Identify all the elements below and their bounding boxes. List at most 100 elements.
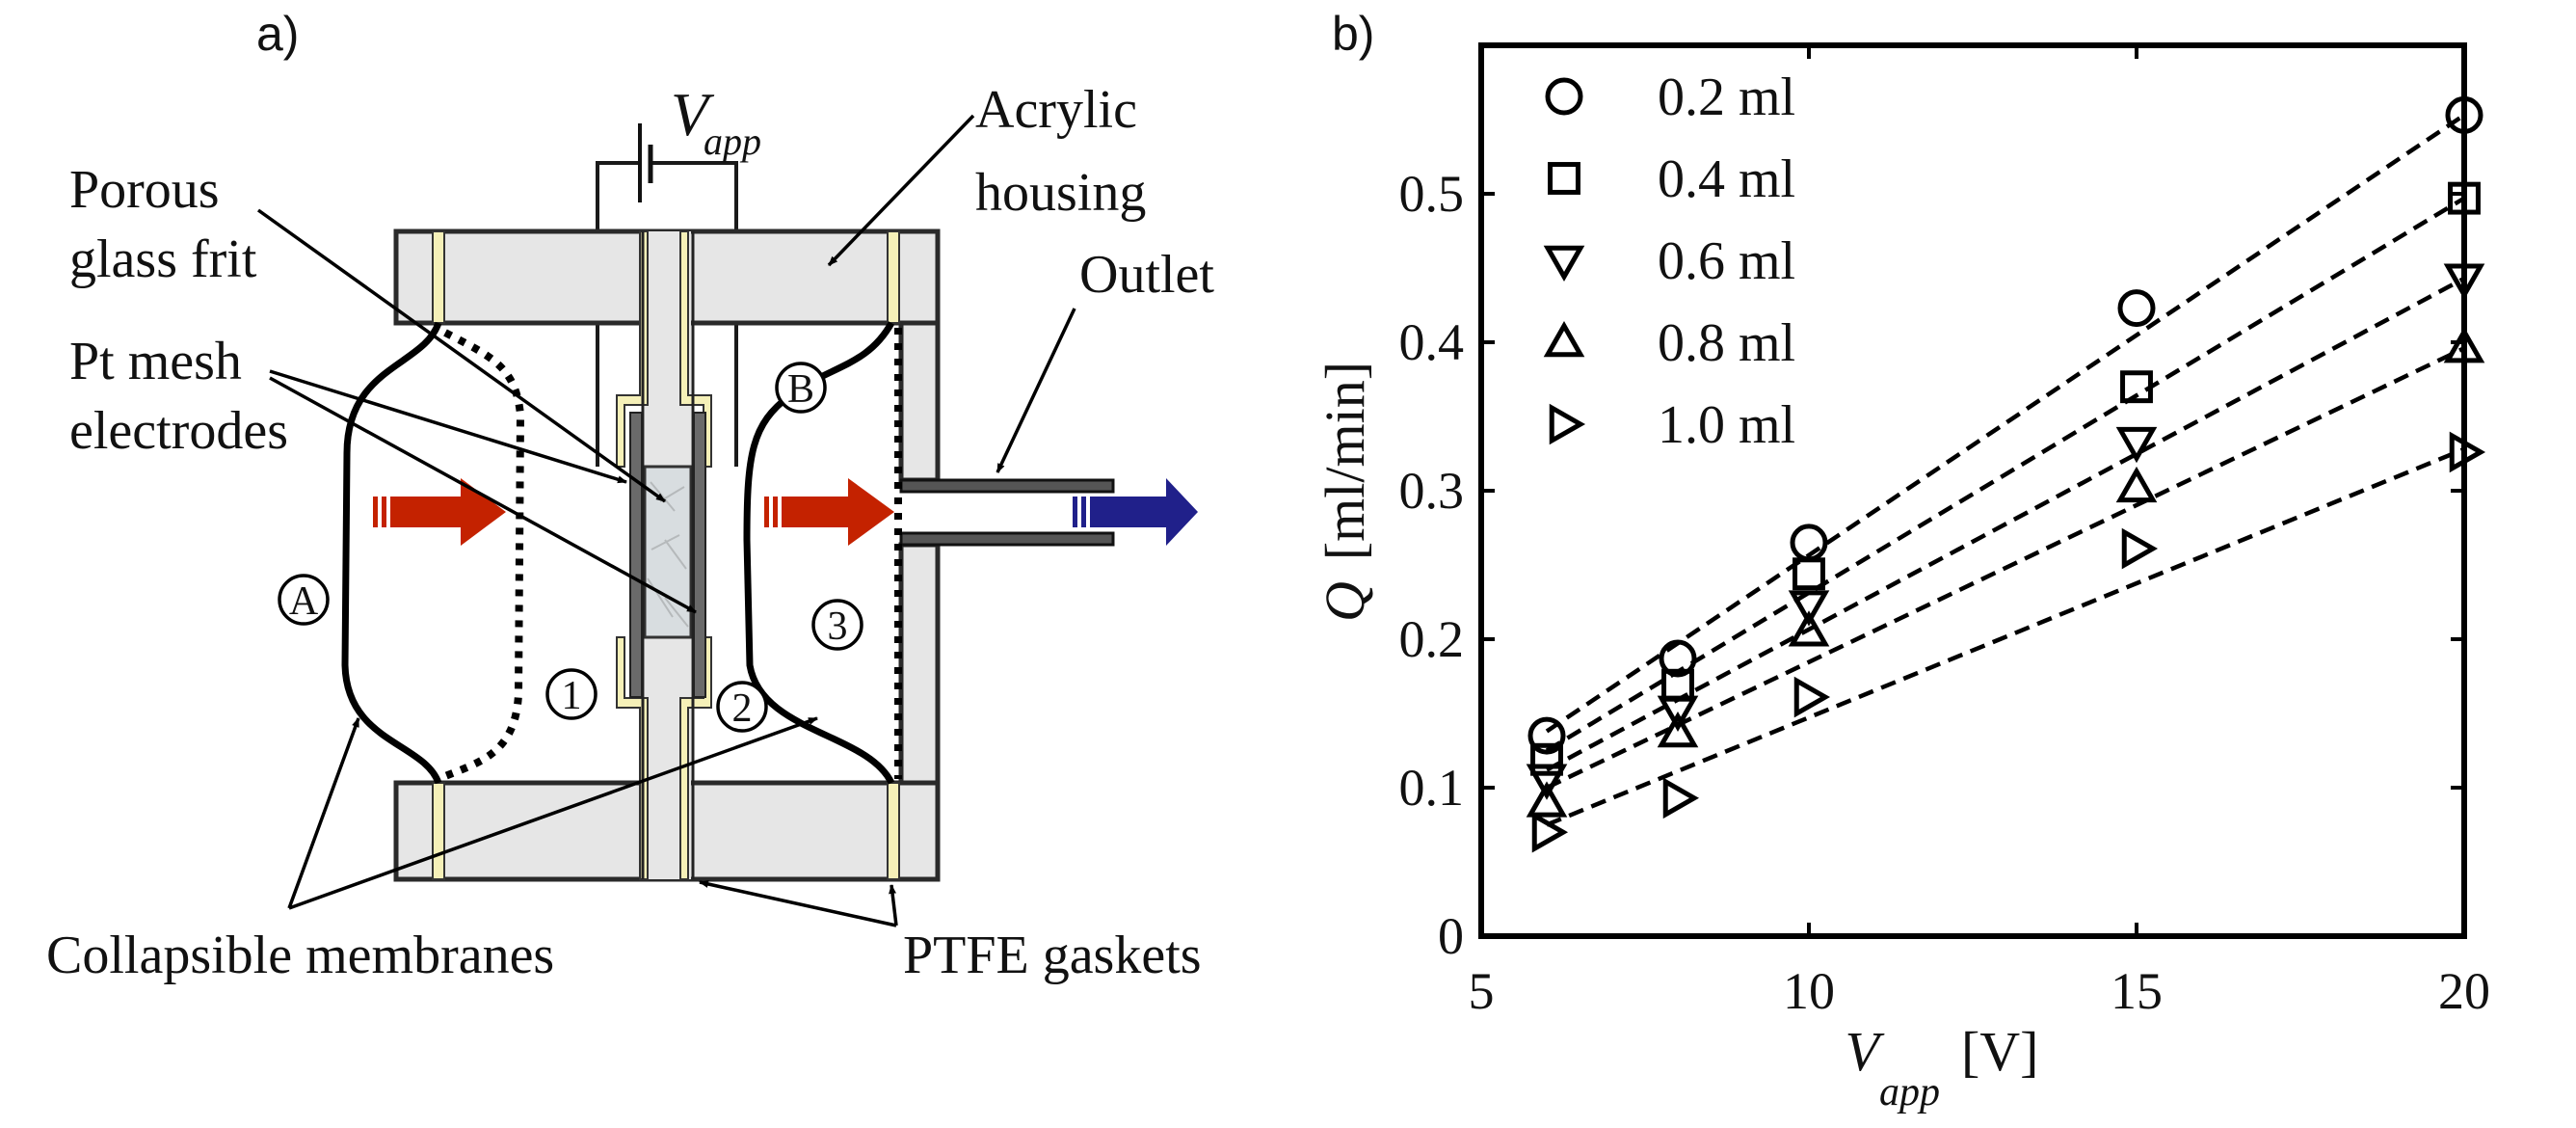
leader-gasket-right <box>889 884 898 927</box>
x-tick-label: 10 <box>1783 962 1835 1020</box>
outflow-arrow-icon <box>1073 478 1198 546</box>
svg-text:B: B <box>787 367 814 412</box>
y-tick-label: 0.5 <box>1399 165 1465 223</box>
legend-marker-triangle-right <box>1549 403 1586 445</box>
leader-lines <box>256 114 1076 927</box>
membrane-a-collapsed <box>443 329 525 780</box>
right-wall-lower <box>898 542 941 786</box>
y-tick-label: 0.4 <box>1399 313 1465 371</box>
data-point-circle <box>2117 289 2156 328</box>
label-electrodes: electrodes <box>69 401 288 461</box>
data-point-triangle-right <box>2121 527 2159 570</box>
porous-glass-frit <box>643 465 693 639</box>
label-ptfe-gaskets: PTFE gaskets <box>903 926 1202 985</box>
y-tick-label: 0.1 <box>1399 759 1465 817</box>
data-point-triangle-down <box>2443 263 2485 300</box>
membrane-b <box>743 321 895 785</box>
leader-housing <box>827 114 975 267</box>
legend-label: 0.4 ml <box>1658 149 1795 209</box>
data-point-triangle-up <box>1657 711 1699 748</box>
data-point-circle <box>1659 639 1697 678</box>
fit-line-circle <box>1545 113 2466 734</box>
chart: 5 10 15 20 0 0.1 0.2 0.3 0.4 0.5 0.2 ml 0.4 ml 0.6 m… <box>1314 42 2490 1115</box>
panel-a-label: a) <box>256 7 299 61</box>
data-point-square <box>1793 557 1825 591</box>
legend-label: 1.0 ml <box>1658 395 1795 455</box>
fit-line-square <box>1545 196 2466 753</box>
leader-membrane-a <box>287 717 360 909</box>
data-point-triangle-down <box>1788 590 1830 627</box>
membrane-a <box>341 321 442 785</box>
chamber-marker-2: 2 <box>716 681 768 733</box>
leader-frit <box>256 208 667 503</box>
data-point-square <box>1530 742 1563 776</box>
x-tick-label: 5 <box>1469 962 1495 1020</box>
leader-outlet <box>996 308 1076 473</box>
leader-gasket-center <box>699 880 897 927</box>
voltage-label-subscript: app <box>704 120 761 163</box>
legend-label: 0.2 ml <box>1658 67 1795 127</box>
data-point-triangle-up <box>1526 781 1568 818</box>
data-point-triangle-down <box>1657 695 1699 732</box>
panel-b: b) 5 10 15 20 0 0.1 0.2 0.3 0.4 0.5 0.2 ml 0.4 ml 0.… <box>1314 7 2490 1115</box>
y-tick-label: 0.3 <box>1399 462 1465 520</box>
data-point-triangle-down <box>2115 426 2158 464</box>
legend-marker-triangle-up <box>1543 320 1585 358</box>
data-point-square <box>2448 181 2481 215</box>
right-wall-upper <box>898 320 941 483</box>
inflow-arrow-right-icon <box>764 478 894 546</box>
y-tick-label: 0.2 <box>1399 610 1465 668</box>
panel-b-label: b) <box>1332 7 1374 61</box>
outlet-tube-top <box>899 478 1115 494</box>
fit-line-triangle-right <box>1546 446 2465 827</box>
panel-a: a) V app <box>46 7 1214 985</box>
data-point-triangle-right <box>1662 777 1700 819</box>
data-point-triangle-right <box>2449 431 2486 473</box>
data-point-triangle-up <box>2115 466 2158 503</box>
voltage-label: V <box>671 80 715 148</box>
y-axis-label: Q[ml/min] <box>1314 362 1376 622</box>
svg-text:1: 1 <box>562 674 582 718</box>
label-glass-frit: glass frit <box>69 229 257 289</box>
chamber-marker-3: 3 <box>811 599 863 651</box>
fit-line-triangle-up <box>1546 346 2465 791</box>
fit-line-triangle-down <box>1545 276 2466 772</box>
data-point-circle <box>1527 716 1566 755</box>
svg-text:A: A <box>289 579 319 624</box>
x-axis-label: Vapp[V] <box>1846 1020 2039 1115</box>
legend-marker-triangle-down <box>1543 245 1585 282</box>
label-pt-mesh: Pt mesh <box>69 332 242 391</box>
chamber-marker-a: A <box>278 574 330 626</box>
data-point-triangle-up <box>2443 327 2485 363</box>
legend-marker-circle <box>1545 77 1583 116</box>
label-acrylic: Acrylic <box>975 80 1137 140</box>
voltage-source: V app <box>596 80 761 467</box>
label-outlet: Outlet <box>1079 245 1214 305</box>
plot-frame <box>1478 42 2467 939</box>
circuit-wire-right <box>651 161 738 467</box>
legend-label: 0.6 ml <box>1658 231 1795 291</box>
pt-electrode-left <box>629 412 643 698</box>
label-collapsible-membranes: Collapsible membranes <box>46 926 554 985</box>
leader-electrode-right <box>269 376 697 614</box>
svg-text:2: 2 <box>732 686 753 731</box>
data-point-triangle-down <box>1526 764 1568 800</box>
x-tick-label: 15 <box>2111 962 2163 1020</box>
chamber-marker-b: B <box>775 362 827 414</box>
label-porous: Porous <box>69 160 220 220</box>
data-point-triangle-right <box>1793 676 1831 718</box>
legend-label: 0.8 ml <box>1658 313 1795 373</box>
x-tick-label: 20 <box>2438 962 2490 1020</box>
legend-marker-square <box>1548 162 1580 195</box>
data-point-circle <box>2445 95 2483 134</box>
svg-text:3: 3 <box>828 604 848 649</box>
inflow-arrow-left-icon <box>373 478 506 546</box>
data-point-triangle-up <box>1788 610 1830 647</box>
data-point-square <box>2120 370 2153 404</box>
pt-electrode-right <box>693 412 706 698</box>
y-tick-label: 0 <box>1438 907 1464 965</box>
circuit-wire-left <box>596 161 640 467</box>
outlet-tube-bottom <box>899 531 1115 547</box>
leader-membrane-b <box>288 716 818 910</box>
